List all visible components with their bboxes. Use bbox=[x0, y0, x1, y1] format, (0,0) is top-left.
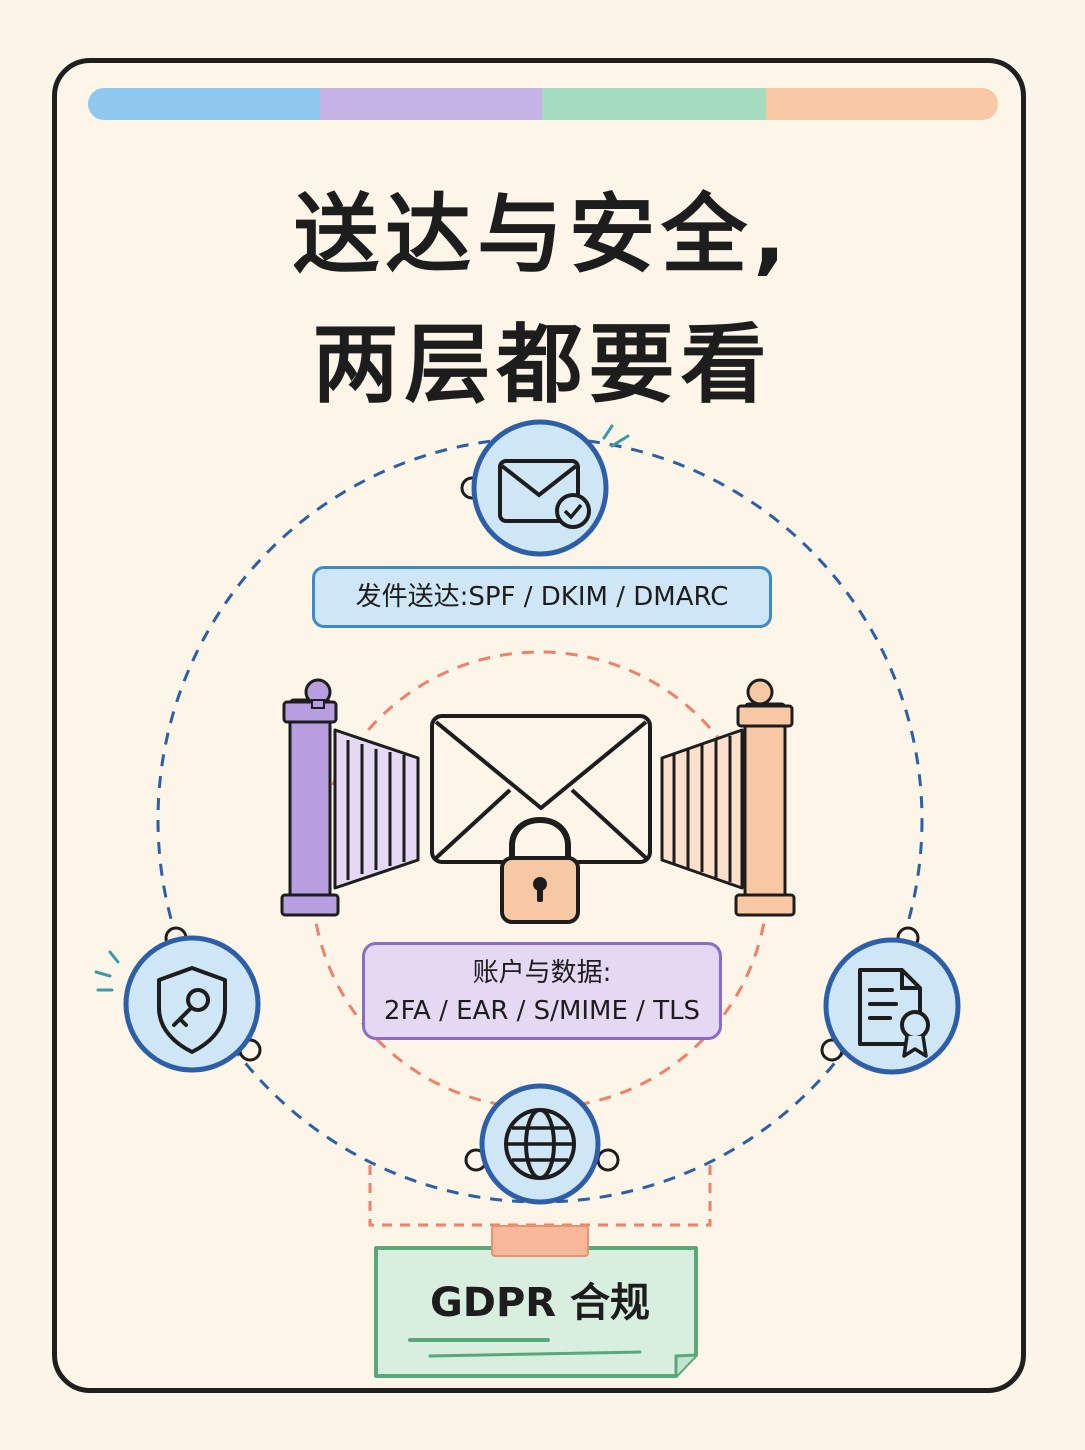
account-label-line-2: 2FA / EAR / S/MIME / TLS bbox=[383, 996, 701, 1026]
account-label-line-1: 账户与数据: bbox=[472, 958, 612, 988]
gdpr-label: GDPR 合规 bbox=[429, 1280, 651, 1326]
shield-key-icon bbox=[94, 935, 261, 1073]
envelope-lock-icon bbox=[430, 714, 652, 924]
color-bar-green bbox=[542, 88, 766, 120]
sending-label: 发件送达:SPF / DKIM / DMARC bbox=[312, 566, 772, 628]
gate-icon-left bbox=[280, 678, 420, 917]
certificate-document-icon bbox=[823, 937, 961, 1075]
globe-icon bbox=[479, 1083, 601, 1205]
color-bar-blue bbox=[88, 88, 320, 120]
color-bar-purple bbox=[320, 88, 542, 120]
title-line-2: 两层都要看 bbox=[312, 315, 773, 415]
title-line-1: 送达与安全, bbox=[293, 185, 792, 285]
color-bar-orange bbox=[766, 88, 998, 120]
gate-icon-right bbox=[660, 678, 796, 917]
mail-check-icon bbox=[471, 419, 630, 557]
gdpr-note bbox=[374, 1225, 698, 1378]
account-data-label: 账户与数据: 2FA / EAR / S/MIME / TLS bbox=[362, 942, 722, 1040]
